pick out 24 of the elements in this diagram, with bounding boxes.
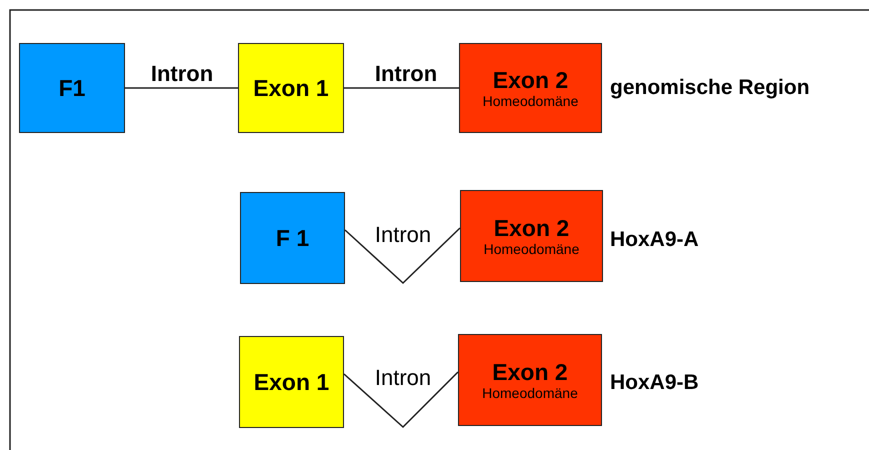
exon-box bbox=[238, 43, 344, 133]
splice-line bbox=[344, 227, 461, 284]
exon-title: F 1 bbox=[276, 224, 310, 252]
exon-box bbox=[239, 336, 344, 428]
exon-title: F1 bbox=[58, 74, 86, 102]
exon-title: Exon 1 bbox=[253, 74, 329, 102]
exon-title: Exon 2 bbox=[494, 214, 570, 242]
splice-line bbox=[344, 371, 459, 428]
exon-title: Exon 2 bbox=[492, 358, 568, 386]
exon-box bbox=[458, 334, 602, 426]
domain-label: Homeodomäne bbox=[482, 385, 578, 402]
exon-box bbox=[460, 190, 603, 282]
exon-title: Exon 1 bbox=[254, 368, 330, 396]
exon-box bbox=[459, 43, 602, 133]
domain-label: Homeodomäne bbox=[484, 241, 580, 258]
intron-line bbox=[344, 87, 459, 89]
row-label: genomische Region bbox=[610, 76, 810, 100]
intron-line bbox=[125, 87, 238, 89]
exon-box bbox=[240, 192, 345, 284]
domain-label: Homeodomäne bbox=[482, 93, 578, 110]
exon-box bbox=[19, 43, 125, 133]
row-label: HoxA9-A bbox=[610, 228, 699, 252]
exon-title: Exon 2 bbox=[492, 66, 568, 94]
row-label: HoxA9-B bbox=[610, 371, 699, 395]
